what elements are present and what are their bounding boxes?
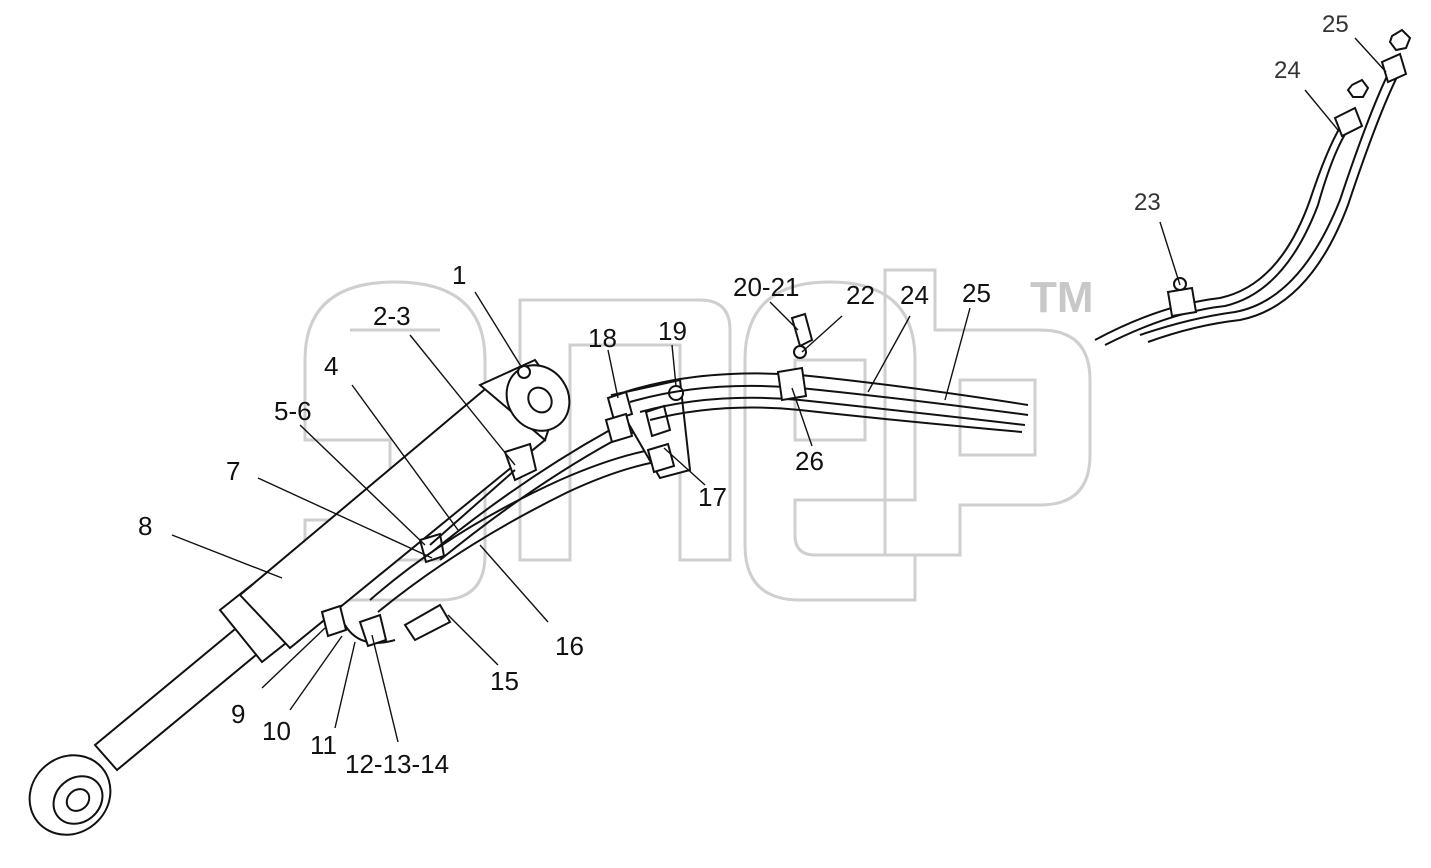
- leader-17: [663, 447, 706, 486]
- fitting-bracket-c: [646, 442, 676, 474]
- callout-10: 10: [262, 716, 291, 746]
- watermark-trademark: TM: [1030, 273, 1094, 322]
- callout-17: 17: [698, 482, 727, 512]
- leader-8: [171, 534, 283, 579]
- leader-12-13-14: [371, 634, 399, 743]
- hose-15-lower: [377, 461, 656, 613]
- cylinder-hoses: [344, 409, 661, 648]
- hose-25-mid: [639, 396, 1026, 426]
- leader-24-far: [1304, 89, 1339, 131]
- callout-8: 8: [138, 511, 152, 541]
- hose-25-far-b: [1147, 74, 1399, 343]
- leader-11: [334, 641, 356, 729]
- callout-7: 7: [226, 456, 240, 486]
- callout-5-6: 5-6: [274, 396, 312, 426]
- leader-2-3: [409, 334, 516, 466]
- hose-24-far-a: [1094, 119, 1346, 341]
- callout-24: 24: [900, 280, 929, 310]
- leader-4: [351, 384, 459, 531]
- hose-24-mid: [629, 384, 1029, 416]
- hose-24-far-b: [1104, 123, 1353, 346]
- elbow-10: [344, 624, 396, 644]
- hose-end-24: [1333, 106, 1364, 138]
- piston-rod: [93, 623, 264, 772]
- callout-12-13-14: 12-13-14: [345, 749, 449, 779]
- leader-1: [474, 291, 523, 369]
- callout-18: 18: [588, 323, 617, 353]
- hose-run-right: [1094, 28, 1412, 346]
- callout-22: 22: [846, 280, 875, 310]
- callout-25-far: 25: [1322, 11, 1349, 38]
- nut-25: [1388, 28, 1412, 52]
- watermark-letter-p: [518, 298, 732, 562]
- leader-5-6: [299, 424, 426, 546]
- leader-22: [801, 315, 843, 353]
- leader-9: [261, 627, 326, 689]
- callout-25: 25: [962, 278, 991, 308]
- hose-end-25: [1380, 52, 1408, 84]
- watermark-letter-e2: [743, 280, 917, 602]
- leader-7: [257, 477, 433, 559]
- callout-labels: 1 2-3 4 5-6 7 8 9 10 11 12-13-14 15 16 1…: [138, 11, 1349, 779]
- callout-23: 23: [1134, 189, 1161, 216]
- leader-23: [1159, 221, 1181, 286]
- callout-2-3: 2-3: [373, 301, 411, 331]
- watermark-letter-r: [883, 268, 1092, 557]
- leader-20-21: [769, 301, 799, 331]
- callout-1: 1: [452, 260, 466, 290]
- leader-25: [944, 307, 971, 401]
- clamp-26: [776, 366, 808, 402]
- rod-eye-hole: [65, 788, 91, 812]
- callout-9: 9: [231, 699, 245, 729]
- port-fitting-9: [320, 604, 348, 638]
- leader-lines: [171, 37, 1387, 743]
- grease-fitting-1: [517, 365, 531, 379]
- callout-19: 19: [658, 316, 687, 346]
- clamp-bolt-20-21: [790, 312, 814, 348]
- leader-19: [671, 344, 677, 387]
- callout-4: 4: [324, 351, 338, 381]
- leader-10: [289, 635, 343, 711]
- fitting-12-13-14: [358, 613, 388, 648]
- hose-25-lower: [649, 406, 1023, 433]
- callout-16: 16: [555, 631, 584, 661]
- callout-11: 11: [310, 730, 337, 760]
- nut-22: [793, 345, 807, 359]
- clamp-23: [1166, 286, 1198, 318]
- long-hoses: [624, 312, 1029, 433]
- nut-24: [1346, 78, 1370, 98]
- callout-15: 15: [490, 666, 519, 696]
- leader-16: [479, 544, 549, 623]
- pipe-4: [429, 469, 516, 546]
- callout-20-21: 20-21: [733, 272, 800, 302]
- fitting-bracket-a: [604, 412, 634, 444]
- callout-26: 26: [795, 446, 824, 476]
- hose-15-upper: [369, 449, 651, 601]
- leader-26: [791, 387, 813, 447]
- leader-18: [607, 349, 619, 399]
- callout-24-far: 24: [1274, 57, 1301, 84]
- leader-15: [447, 614, 499, 666]
- hydraulic-cylinder: [28, 358, 571, 836]
- cylinder-eye-hole: [527, 386, 553, 414]
- hose-25-far-a: [1139, 69, 1391, 336]
- leader-25-far: [1354, 37, 1387, 73]
- leader-24: [867, 315, 911, 393]
- hose-sleeve-15: [403, 603, 452, 642]
